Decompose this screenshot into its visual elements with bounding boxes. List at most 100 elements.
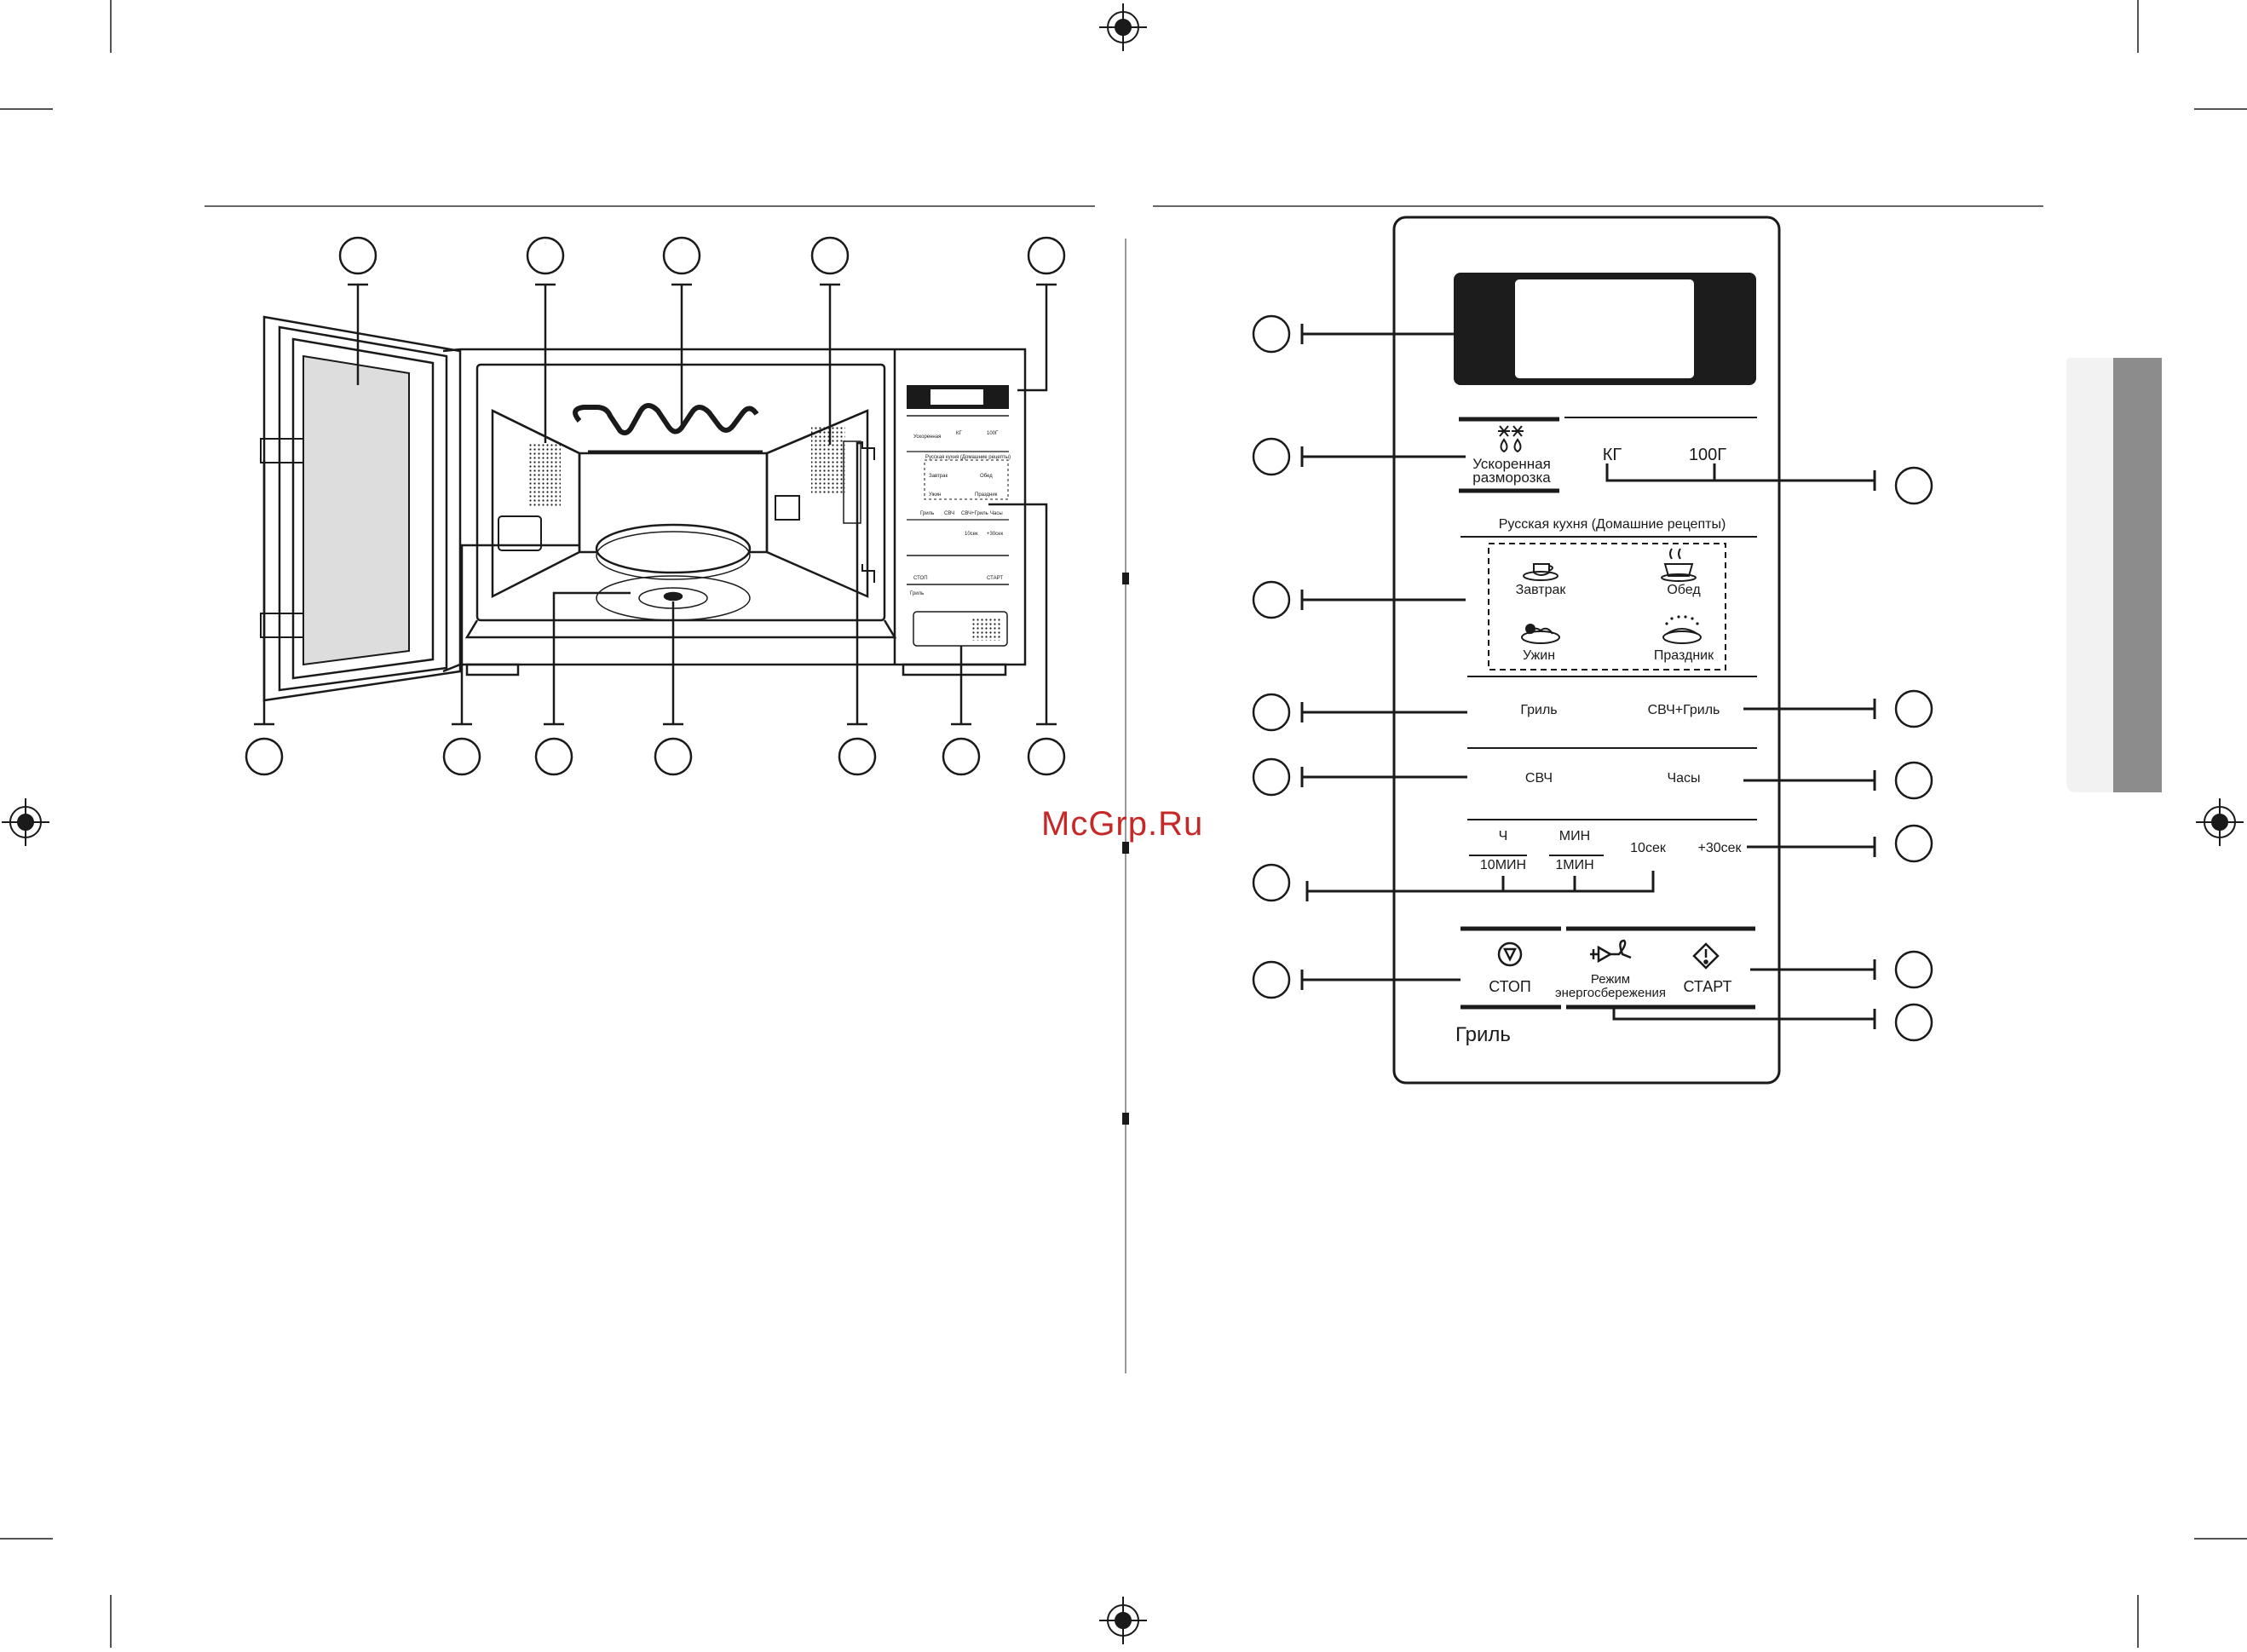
callout-circle (1252, 960, 1291, 999)
callout-circle (526, 236, 565, 275)
mw-button-label: СВЧ (1525, 771, 1553, 786)
min-label: МИН (1559, 829, 1590, 843)
mini-stop-label: СТОП (913, 576, 928, 581)
mini-kg-label: КГ (956, 431, 962, 436)
start-icon (1692, 942, 1720, 970)
plus30-label: +30сек (1697, 841, 1742, 855)
holiday-icon (1662, 615, 1702, 644)
mini-breakfast-label: Завтрак (929, 474, 948, 479)
mini-100g-label: 100Г (987, 431, 999, 436)
display-screen (1515, 279, 1694, 378)
mini-dinner-label: Ужин (929, 492, 941, 498)
callout-circle (442, 737, 481, 776)
callout-circle (662, 236, 701, 275)
eco-label-line2: энергосбережения (1555, 986, 1666, 1000)
callout-circle (838, 737, 877, 776)
stop-icon (1497, 941, 1523, 967)
callout-circle (1894, 1003, 1933, 1042)
callout-circle (942, 737, 981, 776)
min1-label: 1МИН (1555, 858, 1593, 872)
mini-grill-label: Гриль (920, 511, 934, 516)
open-door (260, 315, 462, 702)
callout-circle (338, 236, 377, 275)
defrost-label-line1: Ускоренная (1472, 456, 1551, 472)
lunch-label: Обед (1667, 583, 1701, 597)
panel-callout-leaders (1300, 324, 1876, 1029)
callout-circle (1027, 737, 1066, 776)
breakfast-label: Завтрак (1516, 583, 1567, 597)
mini-mwgrill-label: СВЧ+Гриль (961, 511, 988, 516)
sec10-label: 10сек (1630, 841, 1667, 855)
eco-mode-icon (1590, 939, 1632, 964)
callout-circle (810, 236, 850, 275)
callout-leaders-top (348, 283, 1057, 445)
holiday-label: Праздник (1654, 648, 1714, 663)
lunch-icon (1661, 548, 1697, 582)
eco-label-line1: Режим (1591, 972, 1630, 987)
waveguide-grid-left (528, 443, 561, 508)
callout-circle (1894, 761, 1933, 800)
mini-panel-labels: Ускоренная КГ 100Г Русская кухня (Домашн… (910, 431, 1011, 596)
recipes-title: Русская кухня (Домашние рецепты) (1499, 517, 1726, 532)
microwave-illustration (254, 283, 1057, 726)
watermark: McGrp.Ru (1041, 805, 1204, 843)
callout-circle (1894, 824, 1933, 863)
kg-label: КГ (1603, 446, 1622, 464)
mini-plus30-label: +30сек (987, 532, 1004, 537)
mini-recipes-title: Русская кухня (Домашние рецепты) (925, 455, 1011, 460)
registration-mark-bottom (1099, 1597, 1147, 1644)
callout-circle (245, 737, 284, 776)
registration-mark-right (2196, 798, 2244, 846)
dinner-label: Ужин (1523, 648, 1555, 663)
registration-mark-top (1099, 3, 1147, 51)
mini-mw-label: СВЧ (944, 511, 954, 516)
callout-circle (1252, 863, 1291, 902)
mini-lunch-label: Обед (980, 474, 993, 479)
callout-circle (1894, 689, 1933, 728)
mini-defrost-label: Ускоренная (913, 435, 941, 440)
callout-circle (1252, 437, 1291, 476)
registration-mark-left (2, 798, 49, 846)
callout-circle (1252, 314, 1291, 354)
min10-label: 10МИН (1480, 858, 1526, 872)
grill-button-label: Гриль (1520, 703, 1557, 717)
callout-leaders-bottom (254, 441, 1057, 726)
stop-button-label: СТОП (1489, 978, 1531, 995)
start-button-label: СТАРТ (1684, 978, 1732, 995)
recipes-dashed-box (1488, 543, 1726, 671)
turntable (595, 523, 752, 574)
mw-grill-button-label: СВЧ+Гриль (1648, 703, 1720, 717)
callout-circle (654, 737, 693, 776)
mini-clock-label: Часы (990, 511, 1003, 516)
mini-start-label: СТАРТ (987, 576, 1003, 581)
coupler (663, 591, 683, 602)
side-tab (2066, 358, 2162, 792)
hour-label: Ч (1499, 829, 1508, 843)
breakfast-icon (1523, 563, 1558, 581)
callout-circles-left (245, 236, 1066, 776)
waveguide-grid-right (811, 426, 845, 494)
callout-circles-panel (1252, 314, 1933, 1042)
clock-button-label: Часы (1667, 771, 1700, 786)
callout-circle (1252, 693, 1291, 732)
callout-circle (1894, 950, 1933, 989)
callout-circle (1252, 580, 1291, 619)
defrost-icon (1498, 425, 1524, 453)
100g-label: 100Г (1689, 446, 1726, 464)
mini-control-panel (907, 385, 1009, 647)
callout-circle (1252, 757, 1291, 797)
defrost-label-line2: разморозка (1472, 469, 1551, 486)
mini-bottom-label: Гриль (910, 591, 924, 596)
center-divider (1122, 239, 1129, 1373)
bottom-label: Гриль (1455, 1023, 1511, 1046)
callout-circle (1027, 236, 1066, 275)
callout-circle (1894, 466, 1933, 505)
control-panel: Ускоренная разморозка КГ 100Г Русская ку… (1252, 216, 1933, 1085)
mini-holiday-label: Праздник (975, 492, 998, 498)
grill-heater (573, 403, 759, 435)
dinner-icon (1521, 624, 1560, 644)
mini-sec10-label: 10сек (965, 532, 978, 537)
